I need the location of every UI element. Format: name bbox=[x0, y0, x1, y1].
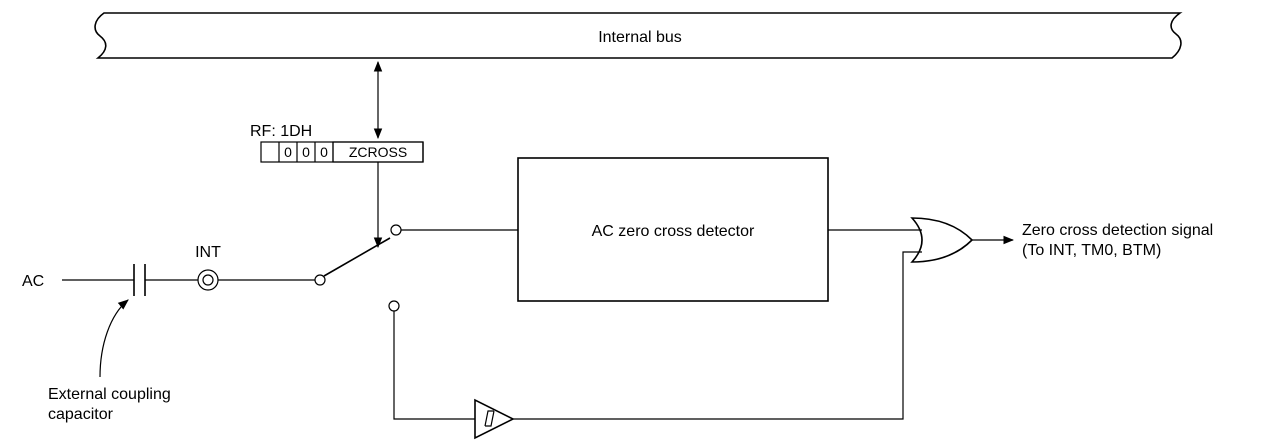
bus-label: Internal bus bbox=[598, 29, 682, 46]
capacitor-pointer bbox=[99, 299, 129, 378]
int-pin-label: INT bbox=[195, 244, 221, 261]
register-name: RF: 1DH bbox=[250, 123, 312, 140]
bypass-wire-out bbox=[513, 251, 922, 420]
register-bit-3: 0 bbox=[284, 144, 292, 160]
register-bit-zcross: ZCROSS bbox=[349, 144, 407, 160]
capacitor-note-line2: capacitor bbox=[48, 406, 114, 423]
selector-switch bbox=[314, 224, 402, 312]
register-bit-1: 0 bbox=[320, 144, 328, 160]
detector-label: AC zero cross detector bbox=[592, 223, 755, 240]
output-label-line2: (To INT, TM0, BTM) bbox=[1022, 242, 1161, 259]
coupling-capacitor bbox=[133, 264, 146, 296]
output-label-line1: Zero cross detection signal bbox=[1022, 222, 1213, 239]
ac-label: AC bbox=[22, 273, 44, 290]
internal-bus: Internal bus bbox=[94, 12, 1183, 59]
ac-zero-cross-detector: AC zero cross detector bbox=[517, 157, 829, 302]
register-bit-2: 0 bbox=[302, 144, 310, 160]
bypass-wire-in bbox=[393, 311, 475, 420]
or-gate bbox=[910, 217, 974, 263]
int-pin: INT bbox=[195, 244, 221, 291]
register-rf-1dh: RF: 1DH 0 0 0 ZCROSS bbox=[250, 123, 424, 163]
schmitt-buffer bbox=[474, 398, 515, 440]
capacitor-note-line1: External coupling bbox=[48, 386, 171, 403]
